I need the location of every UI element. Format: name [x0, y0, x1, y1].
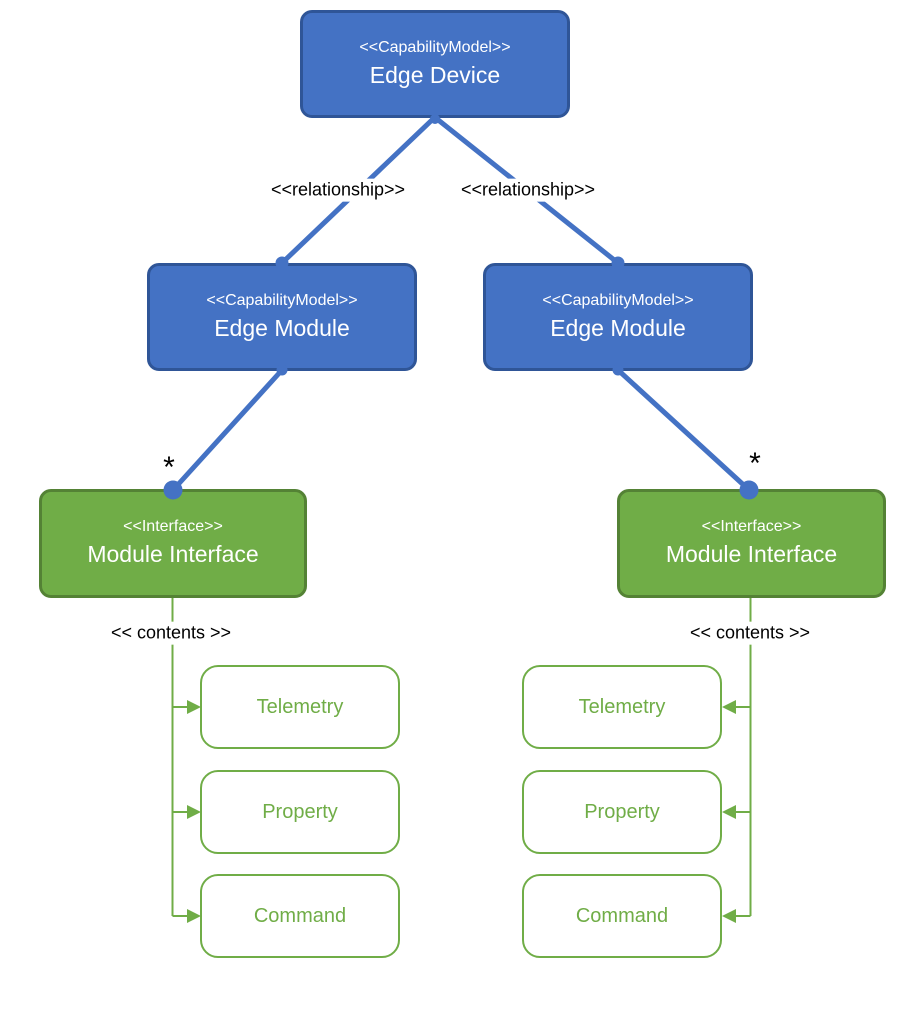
- module-interface-right-name: Module Interface: [665, 541, 838, 568]
- leaf-telemetry-left-label: Telemetry: [256, 695, 344, 718]
- module-interface-right-stereotype: <<Interface>>: [701, 518, 802, 536]
- edge-device-stereotype: <<CapabilityModel>>: [359, 38, 511, 56]
- multiplicity-star-left: *: [163, 451, 175, 484]
- node-module-interface-right: <<Interface>> Module Interface: [617, 489, 886, 598]
- edge-module-left-stereotype: <<CapabilityModel>>: [206, 291, 358, 309]
- arrow-icon-right-property: [722, 805, 736, 819]
- node-edge-device: <<CapabilityModel>> Edge Device: [300, 10, 570, 118]
- edge-module-right-name: Edge Module: [550, 314, 686, 341]
- leaf-property-right: Property: [522, 770, 722, 854]
- leaf-property-left: Property: [200, 770, 400, 854]
- node-module-interface-left: <<Interface>> Module Interface: [39, 489, 307, 598]
- edge-device-name: Edge Device: [369, 61, 501, 88]
- leaf-property-left-label: Property: [262, 800, 338, 823]
- edge-module-right-stereotype: <<CapabilityModel>>: [542, 291, 694, 309]
- leaf-telemetry-left: Telemetry: [200, 665, 400, 749]
- arrow-icon-left-telemetry: [187, 700, 201, 714]
- leaf-command-right-label: Command: [575, 904, 669, 927]
- contents-label-left: << contents >>: [105, 621, 237, 645]
- leaf-property-right-label: Property: [584, 800, 660, 823]
- contents-label-right: << contents >>: [684, 621, 816, 645]
- arrow-icon-left-property: [187, 805, 201, 819]
- leaf-telemetry-right: Telemetry: [522, 665, 722, 749]
- leaf-command-left: Command: [200, 874, 400, 958]
- relationship-label-left: <<relationship>>: [265, 178, 411, 202]
- arrow-icon-left-command: [187, 909, 201, 923]
- relationship-label-right: <<relationship>>: [455, 178, 601, 202]
- module-interface-left-name: Module Interface: [87, 541, 259, 568]
- interface-line-left: [171, 367, 285, 492]
- multiplicity-star-right: *: [749, 447, 761, 480]
- module-interface-left-stereotype: <<Interface>>: [123, 518, 223, 536]
- node-edge-module-right: <<CapabilityModel>> Edge Module: [483, 263, 753, 371]
- leaf-telemetry-right-label: Telemetry: [578, 695, 666, 718]
- interface-line-right: [615, 367, 751, 492]
- arrow-icon-right-telemetry: [722, 700, 736, 714]
- leaf-command-left-label: Command: [253, 904, 347, 927]
- edge-module-left-name: Edge Module: [214, 314, 350, 341]
- arrow-icon-right-command: [722, 909, 736, 923]
- node-edge-module-left: <<CapabilityModel>> Edge Module: [147, 263, 417, 371]
- leaf-command-right: Command: [522, 874, 722, 958]
